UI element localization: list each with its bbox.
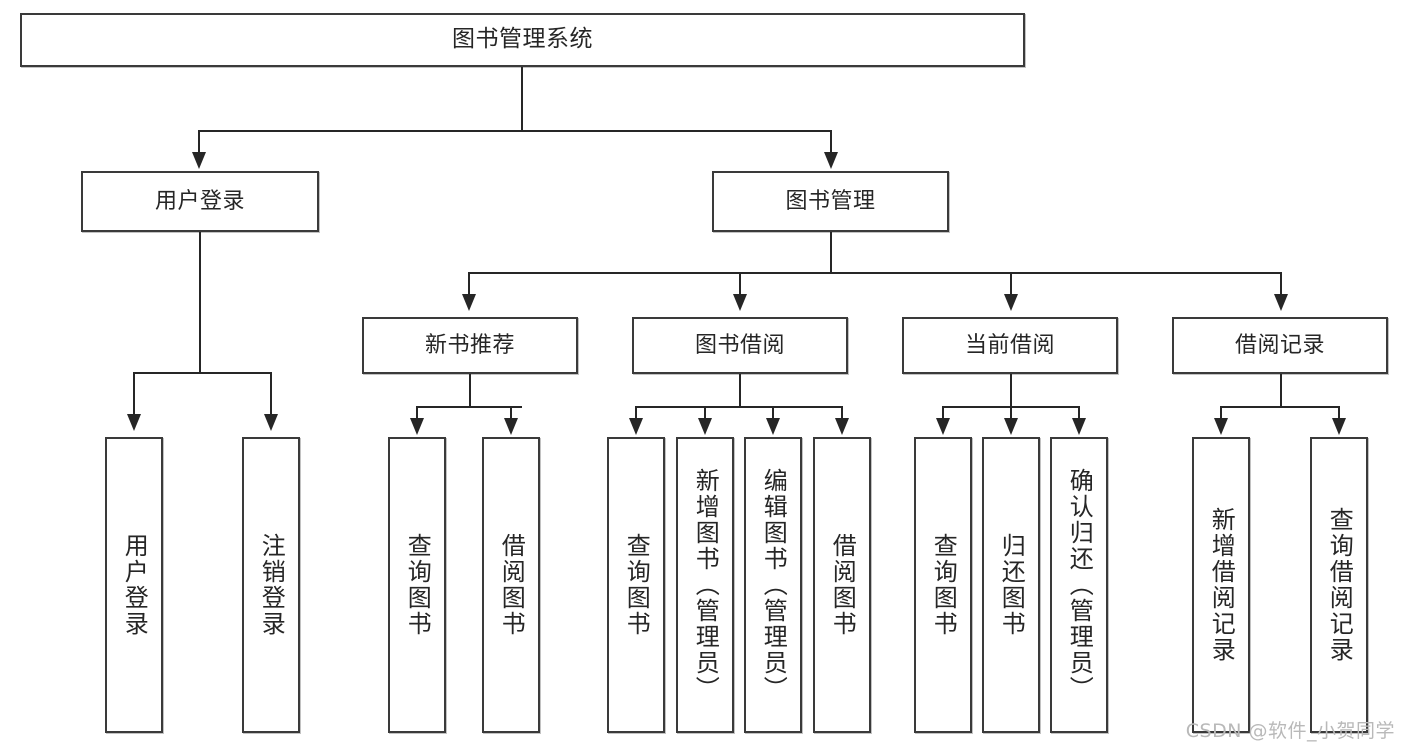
edge-user-login-leaf1 <box>133 372 135 417</box>
edge-book-borrow-bus <box>635 406 843 408</box>
edge-cb-leaf2 <box>1010 406 1012 420</box>
node-label: 注销登录 <box>257 533 286 637</box>
arrow-to-user-login <box>192 152 206 169</box>
arrow-user-login-leaf1 <box>127 414 141 431</box>
edge-bb-leaf3 <box>772 406 774 420</box>
edge-to-current-borrow <box>1010 272 1012 297</box>
leaf-query-book-borrow[interactable]: 查询图书 <box>607 437 665 733</box>
leaf-confirm-return-admin[interactable]: 确认归还（管理员） <box>1050 437 1108 733</box>
node-current-borrow[interactable]: 当前借阅 <box>902 317 1118 374</box>
node-label: 当前借阅 <box>964 332 1055 358</box>
edge-user-login-stem <box>199 232 201 373</box>
edge-level2-bus <box>468 272 1282 274</box>
edge-borrow-record-stem <box>1280 374 1282 407</box>
arrow-br-leaf2 <box>1332 418 1346 435</box>
leaf-add-book-admin[interactable]: 新增图书（管理员） <box>676 437 734 733</box>
leaf-logout[interactable]: 注销登录 <box>242 437 300 733</box>
node-label: 新书推荐 <box>424 332 515 358</box>
edge-book-borrow-stem <box>739 374 741 407</box>
arrow-to-current-borrow <box>1004 294 1018 311</box>
edge-cb-leaf1 <box>942 406 944 420</box>
leaf-add-borrow-record[interactable]: 新增借阅记录 <box>1192 437 1250 733</box>
edge-user-login-leaf2 <box>270 372 272 417</box>
node-root-book-management-system[interactable]: 图书管理系统 <box>20 13 1025 67</box>
node-user-login[interactable]: 用户登录 <box>81 171 319 232</box>
edge-bb-leaf1 <box>635 406 637 420</box>
arrow-cb-leaf3 <box>1072 418 1086 435</box>
arrow-cb-leaf1 <box>936 418 950 435</box>
edge-to-book-borrow <box>739 272 741 297</box>
leaf-query-borrow-record[interactable]: 查询借阅记录 <box>1310 437 1368 733</box>
node-label: 图书借阅 <box>694 332 785 358</box>
arrow-bb-leaf2 <box>698 418 712 435</box>
arrow-nbr-leaf1 <box>410 418 424 435</box>
node-new-book-recommend[interactable]: 新书推荐 <box>362 317 578 374</box>
arrow-cb-leaf2 <box>1004 418 1018 435</box>
node-label: 图书管理 <box>785 188 876 214</box>
edge-user-login-leaf-bus <box>133 372 271 374</box>
node-label: 用户登录 <box>154 188 245 214</box>
edge-borrow-record-bus <box>1220 406 1339 408</box>
node-label: 编辑图书（管理员） <box>759 468 788 702</box>
edge-to-book-manage <box>830 130 832 155</box>
edge-book-manage-stem <box>830 232 832 273</box>
arrow-to-borrow-record <box>1274 294 1288 311</box>
node-label: 查询图书 <box>622 533 651 637</box>
leaf-query-book-recommend[interactable]: 查询图书 <box>388 437 446 733</box>
arrow-br-leaf1 <box>1214 418 1228 435</box>
node-label: 借阅图书 <box>828 533 857 637</box>
edge-cb-leaf3 <box>1078 406 1080 420</box>
node-label: 查询图书 <box>403 533 432 637</box>
arrow-to-book-borrow <box>733 294 747 311</box>
leaf-borrow-book-recommend[interactable]: 借阅图书 <box>482 437 540 733</box>
node-label: 新增图书（管理员） <box>691 468 720 702</box>
arrow-to-new-book-recommend <box>462 294 476 311</box>
arrow-bb-leaf1 <box>629 418 643 435</box>
node-label: 借阅记录 <box>1234 332 1325 358</box>
node-label: 新增借阅记录 <box>1207 507 1236 663</box>
node-label: 查询图书 <box>929 533 958 637</box>
node-label: 用户登录 <box>120 533 149 637</box>
edge-br-leaf1 <box>1220 406 1222 420</box>
arrow-bb-leaf3 <box>766 418 780 435</box>
arrow-user-login-leaf2 <box>264 414 278 431</box>
leaf-query-book-current[interactable]: 查询图书 <box>914 437 972 733</box>
node-book-borrow[interactable]: 图书借阅 <box>632 317 848 374</box>
leaf-return-book[interactable]: 归还图书 <box>982 437 1040 733</box>
edge-br-leaf2 <box>1338 406 1340 420</box>
edge-bb-leaf4 <box>841 406 843 420</box>
edge-new-book-recommend-bus <box>416 406 522 408</box>
node-book-manage[interactable]: 图书管理 <box>712 171 949 232</box>
arrow-bb-leaf4 <box>835 418 849 435</box>
leaf-edit-book-admin[interactable]: 编辑图书（管理员） <box>744 437 802 733</box>
node-label: 归还图书 <box>997 533 1026 637</box>
leaf-user-login[interactable]: 用户登录 <box>105 437 163 733</box>
arrow-to-book-manage <box>824 152 838 169</box>
node-label: 确认归还（管理员） <box>1065 468 1094 702</box>
edge-root-stem <box>521 67 523 131</box>
leaf-borrow-book[interactable]: 借阅图书 <box>813 437 871 733</box>
edge-nbr-leaf2 <box>510 406 512 420</box>
edge-to-borrow-record <box>1280 272 1282 297</box>
edge-new-book-recommend-stem <box>469 374 471 407</box>
node-borrow-record[interactable]: 借阅记录 <box>1172 317 1388 374</box>
edge-to-user-login <box>198 130 200 155</box>
edge-nbr-leaf1 <box>416 406 418 420</box>
arrow-nbr-leaf2 <box>504 418 518 435</box>
node-label: 借阅图书 <box>497 533 526 637</box>
node-label: 查询借阅记录 <box>1325 507 1354 663</box>
edge-current-borrow-stem <box>1010 374 1012 407</box>
edge-bb-leaf2 <box>704 406 706 420</box>
edge-level1-bus <box>198 130 832 132</box>
node-label: 图书管理系统 <box>452 26 593 53</box>
edge-to-new-book-recommend <box>468 272 470 297</box>
